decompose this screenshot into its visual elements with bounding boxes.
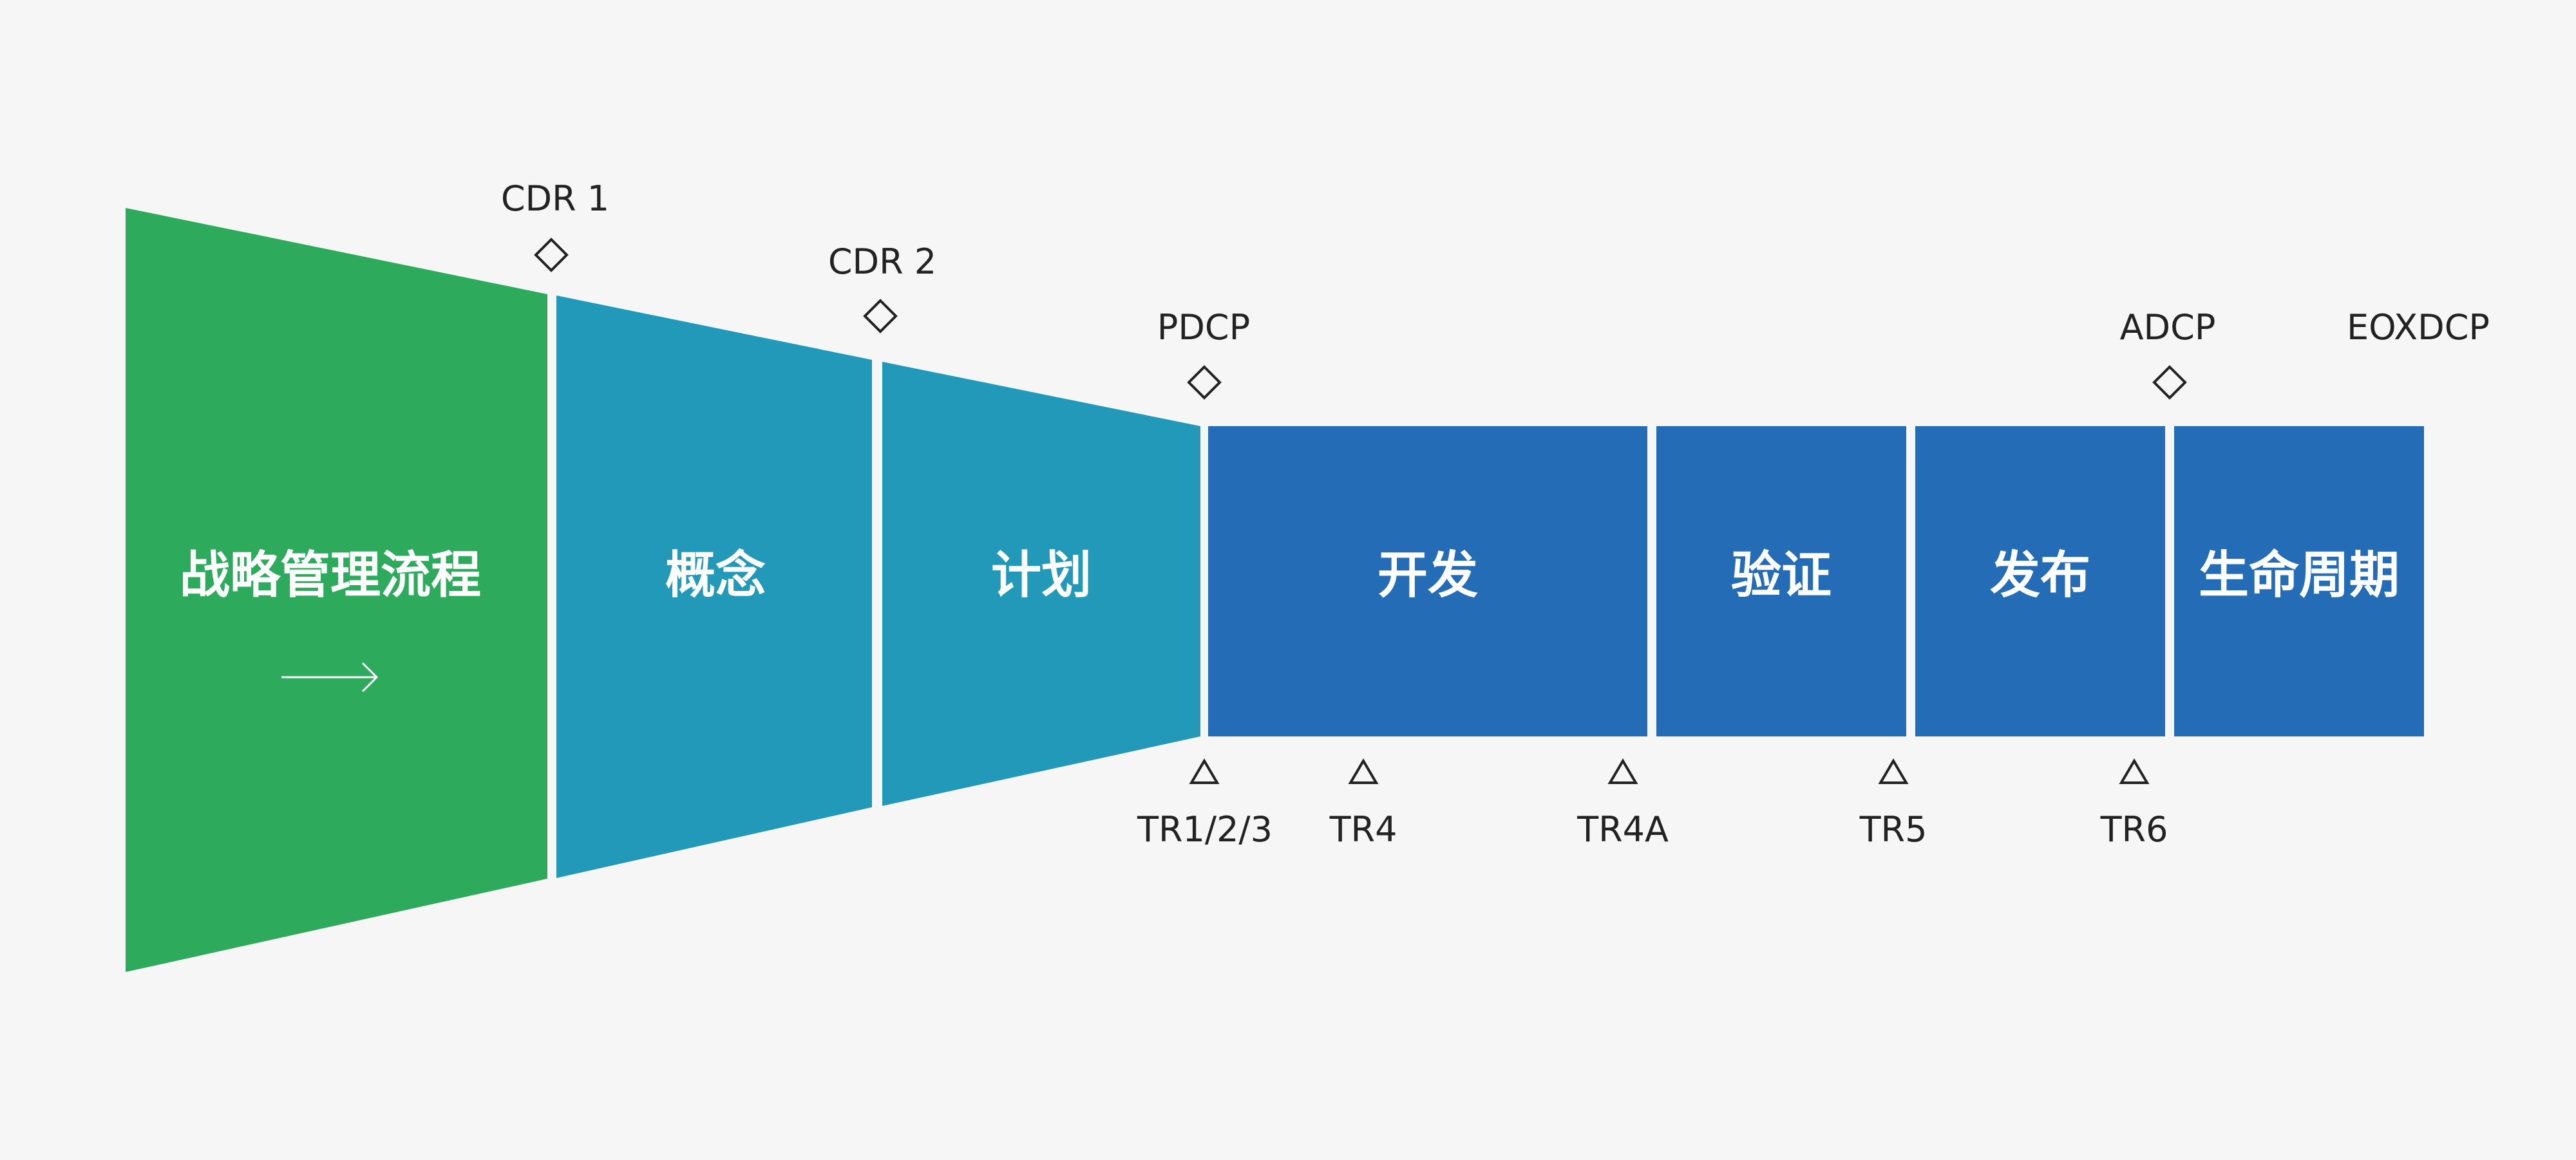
triangle-icon <box>1878 758 1909 784</box>
triangle-icon <box>1607 758 1638 784</box>
stage-concept-label: 概念 <box>665 547 766 604</box>
stage-lifecycle-shape <box>2174 426 2424 736</box>
diamond-icon <box>2152 365 2187 400</box>
technical-review-tr4a-label: TR4A <box>1577 809 1669 850</box>
triangle-icon <box>2119 758 2150 784</box>
stage-develop-label: 开发 <box>1378 547 1478 604</box>
stage-release-shape <box>1915 426 2165 736</box>
stage-release-label: 发布 <box>1990 547 2090 604</box>
triangle-icon <box>1189 758 1220 784</box>
stage-plan-label: 计划 <box>991 547 1092 604</box>
stage-plan-shape <box>882 362 1200 806</box>
decision-point-adcp-label: ADCP <box>2120 307 2216 348</box>
stage-lifecycle-label: 生命周期 <box>2199 547 2400 604</box>
stage-concept-shape <box>556 295 872 878</box>
decision-point-cdr1-label: CDR 1 <box>501 178 609 219</box>
triangle-icon <box>1348 758 1379 784</box>
technical-review-tr6-label: TR6 <box>2100 809 2168 850</box>
decision-point-eoxdcp-label: EOXDCP <box>2347 307 2490 348</box>
stage-develop-shape <box>1208 426 1647 736</box>
stage-verify-label: 验证 <box>1731 547 1832 604</box>
technical-review-tr123-label: TR1/2/3 <box>1137 809 1273 850</box>
decision-point-pdcp-label: PDCP <box>1157 307 1250 348</box>
arrow-right-icon <box>281 662 379 693</box>
diamond-icon <box>863 299 898 333</box>
diamond-icon <box>1187 365 1222 400</box>
decision-point-cdr2-label: CDR 2 <box>828 241 936 282</box>
stage-strategy-label: 战略管理流程 <box>180 547 481 604</box>
technical-review-tr5-label: TR5 <box>1859 809 1927 850</box>
stage-verify-shape <box>1656 426 1906 736</box>
stage-strategy-shape <box>126 208 547 972</box>
technical-review-tr4-label: TR4 <box>1329 809 1397 850</box>
diamond-icon <box>534 238 569 272</box>
